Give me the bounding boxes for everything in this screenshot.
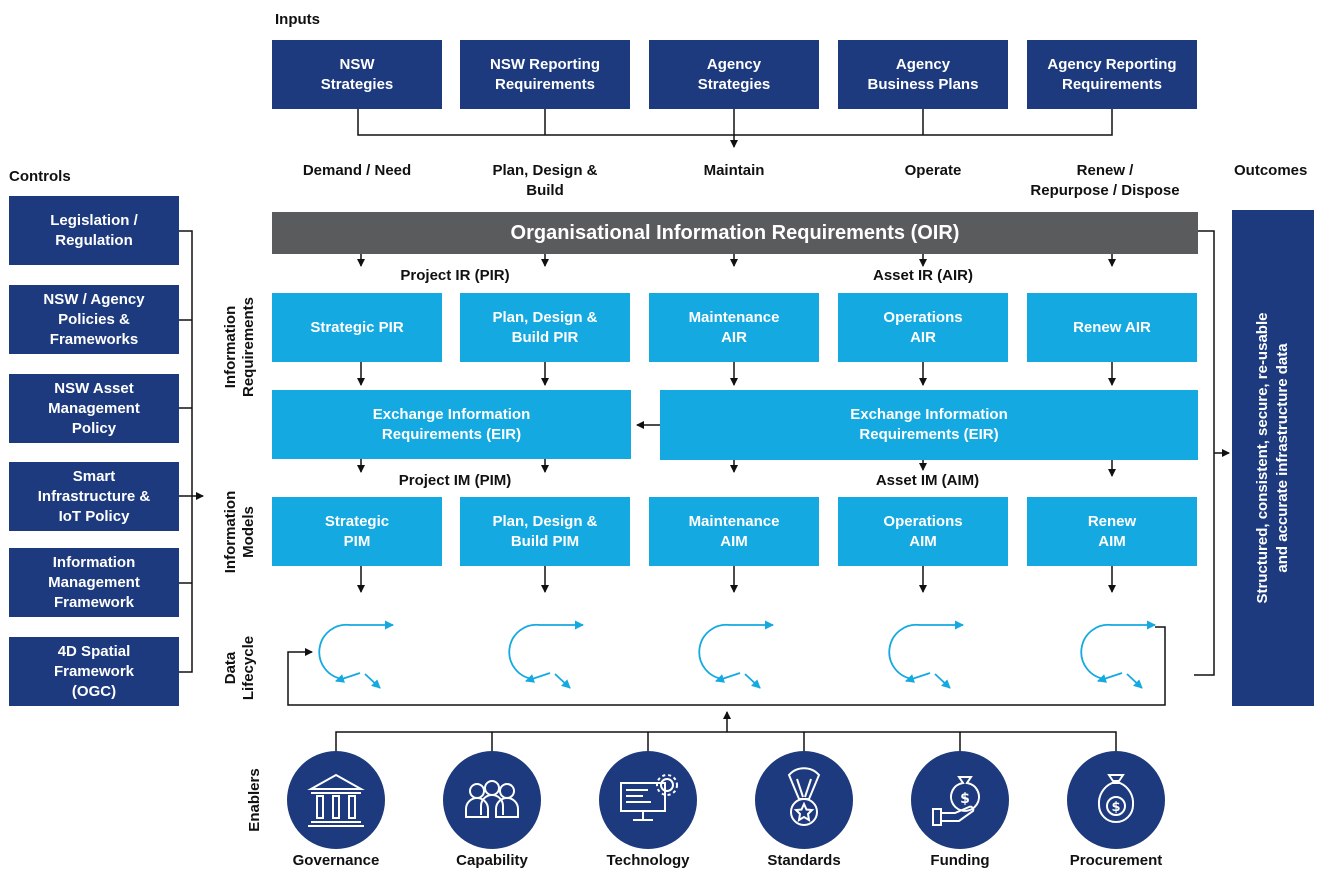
enabler-label-technology: Technology [606,852,690,869]
enabler-procurement: $ [1067,751,1165,849]
req-plan-design-build-pir: Plan, Design & Build PIR [460,293,630,362]
oir-bar: Organisational Information Requirements … [272,212,1198,254]
input-agency-reporting-requirements: Agency Reporting Requirements [1027,40,1197,109]
outcome-box: Structured, consistent, secure, re-usabl… [1232,210,1314,706]
enabler-label-standards: Standards [767,852,841,869]
req-renew-air: Renew AIR [1027,293,1197,362]
input-nsw-reporting-requirements: NSW Reporting Requirements [460,40,630,109]
outcomes-heading: Outcomes [1234,162,1308,179]
eir-asset: Exchange Information Requirements (EIR) [660,390,1198,460]
controls-heading: Controls [9,168,71,185]
model-plan-design-build-pim: Plan, Design & Build PIM [460,497,630,566]
money-bag-hand-icon: $ [932,776,980,826]
enabler-label-funding: Funding [930,852,990,869]
medal-star-icon [787,767,821,826]
stage-plan-design-build: Plan, Design & Build [492,162,598,199]
stage-operate: Operate [904,162,962,179]
enabler-governance [287,751,385,849]
req-strategic-pir: Strategic PIR [272,293,442,362]
control-4d-spatial-framework-ogc: 4D Spatial Framework (OGC) [9,637,179,706]
enabler-technology [599,751,697,849]
governance-building-icon [307,773,365,827]
input-nsw-strategies: NSW Strategies [272,40,442,109]
control-nsw-asset-management-policy: NSW Asset Management Policy [9,374,179,443]
air-label: Asset IR (AIR) [872,267,973,284]
pir-label: Project IR (PIR) [400,267,510,284]
model-operations-aim: Operations AIM [838,497,1008,566]
req-maintenance-air: Maintenance AIR [649,293,819,362]
input-agency-business-plans: Agency Business Plans [838,40,1008,109]
svg-text:$: $ [960,791,970,807]
enabler-funding: $ [911,751,1009,849]
aim-label: Asset IM (AIM) [875,472,980,489]
control-smart-infrastructure-iot-policy: Smart Infrastructure & IoT Policy [9,462,179,531]
money-bag-dollar-icon: $ [1097,774,1135,823]
model-renew-aim: Renew AIM [1027,497,1197,566]
model-maintenance-aim: Maintenance AIM [649,497,819,566]
req-operations-air: Operations AIR [838,293,1008,362]
stage-maintain: Maintain [703,162,765,179]
control-legislation-regulation: Legislation / Regulation [9,196,179,265]
people-group-icon [465,780,519,818]
pim-label: Project IM (PIM) [398,472,512,489]
enabler-label-governance: Governance [292,852,380,869]
enabler-label-capability: Capability [456,852,528,869]
eir-project: Exchange Information Requirements (EIR) [272,390,631,459]
stage-demand-need: Demand / Need [302,162,412,179]
inputs-heading: Inputs [275,11,320,28]
enabler-standards [755,751,853,849]
model-strategic-pim: Strategic PIM [272,497,442,566]
stage-renew-repurpose-dispose: Renew / Repurpose / Dispose [1030,162,1180,199]
svg-text:$: $ [1111,800,1120,815]
computer-gear-icon [620,774,678,821]
control-nsw-agency-policies-frameworks: NSW / Agency Policies & Frameworks [9,285,179,354]
control-information-management-framework: Information Management Framework [9,548,179,617]
input-agency-strategies: Agency Strategies [649,40,819,109]
enabler-label-procurement: Procurement [1069,852,1163,869]
enabler-capability [443,751,541,849]
